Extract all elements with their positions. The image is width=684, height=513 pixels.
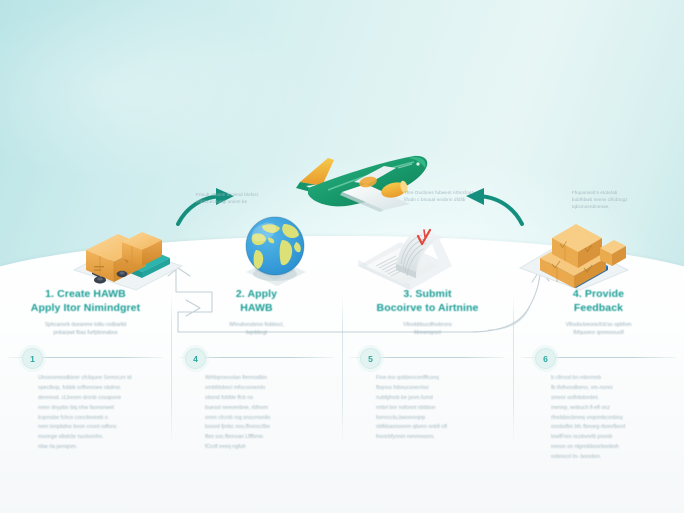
step-subtitle: Whruboosbroo fiobbocl, bqnbbcgl <box>229 321 284 337</box>
step-number-badge: 1 <box>22 348 43 370</box>
cargo-airplane <box>288 142 436 218</box>
step-body-text: Fine-tno qobbnncenfffconq fbqnos fobnuco… <box>376 375 447 441</box>
label-near-globe: Frieuh cBonm firomnd bloforz zfildcnecbu… <box>196 192 259 204</box>
step-column-4: 4. Provide Feedback Vlfoobcloeonicfcb'so… <box>513 288 684 513</box>
step-number-badge: 6 <box>535 348 556 370</box>
step-title: 1. Create HAWB Apply Itor Nimindgret <box>30 288 141 314</box>
step-number-badge: 4 <box>185 348 206 370</box>
step-title: 4. Provide Feedback <box>572 288 625 314</box>
arrow-right <box>172 186 238 228</box>
step-title: 3. Submit Bocoirve to Airtnine <box>376 288 479 314</box>
world-globe <box>228 212 322 290</box>
step-subtitle: Vlloobbbucdfnobrons fdnnenqncrl <box>403 321 452 337</box>
arrow-left <box>462 186 528 228</box>
step-divider: 6 <box>521 348 676 370</box>
label-near-pallet: Fhquomieb's etotelab bublhbwb neene difo… <box>572 190 628 209</box>
step-number-badge: 5 <box>360 348 381 370</box>
divider-line <box>8 357 163 359</box>
step-column-2: 2. Apply HAWB Whruboosbroo fiobbocl, bqn… <box>171 288 342 513</box>
step-divider: 4 <box>179 348 334 370</box>
cargo-truck-with-boxes <box>66 216 190 294</box>
pallet-with-boxes <box>512 208 636 292</box>
document-stack-approved <box>352 208 458 292</box>
divider-line <box>179 357 334 359</box>
step-subtitle: Vlfoobcloeonicfcb'so opbfom fbfquoeor qn… <box>565 321 632 337</box>
step-title: 2. Apply HAWB <box>235 288 278 314</box>
step-subtitle: Sphcanorb dseanme lolliu rodbarlid pnbar… <box>44 321 127 337</box>
divider-line <box>521 357 676 359</box>
label-near-documents: Thre Ducbnes fubwent Athcsfooz fifodn c … <box>404 190 474 202</box>
step-column-1: 1. Create HAWB Apply Itor Nimindgret Sph… <box>0 288 171 513</box>
step-body-text: Wrfdqnneoolan flermodbin ombfdobncl mfoc… <box>205 375 271 450</box>
step-body-text: Ulnoonmeodbiner cfcliqune Semoczn td ope… <box>38 375 132 450</box>
step-divider: 1 <box>8 348 163 370</box>
process-steps: 1. Create HAWB Apply Itor Nimindgret Sph… <box>0 288 684 513</box>
step-body-text: b cllrnod bn-mbnrnnb fb tfofnoodbeno, vm… <box>551 375 626 460</box>
step-divider: 5 <box>350 348 505 370</box>
divider-line <box>350 357 505 359</box>
step-column-3: 3. Submit Bocoirve to Airtnine Vlloobbbu… <box>342 288 513 513</box>
